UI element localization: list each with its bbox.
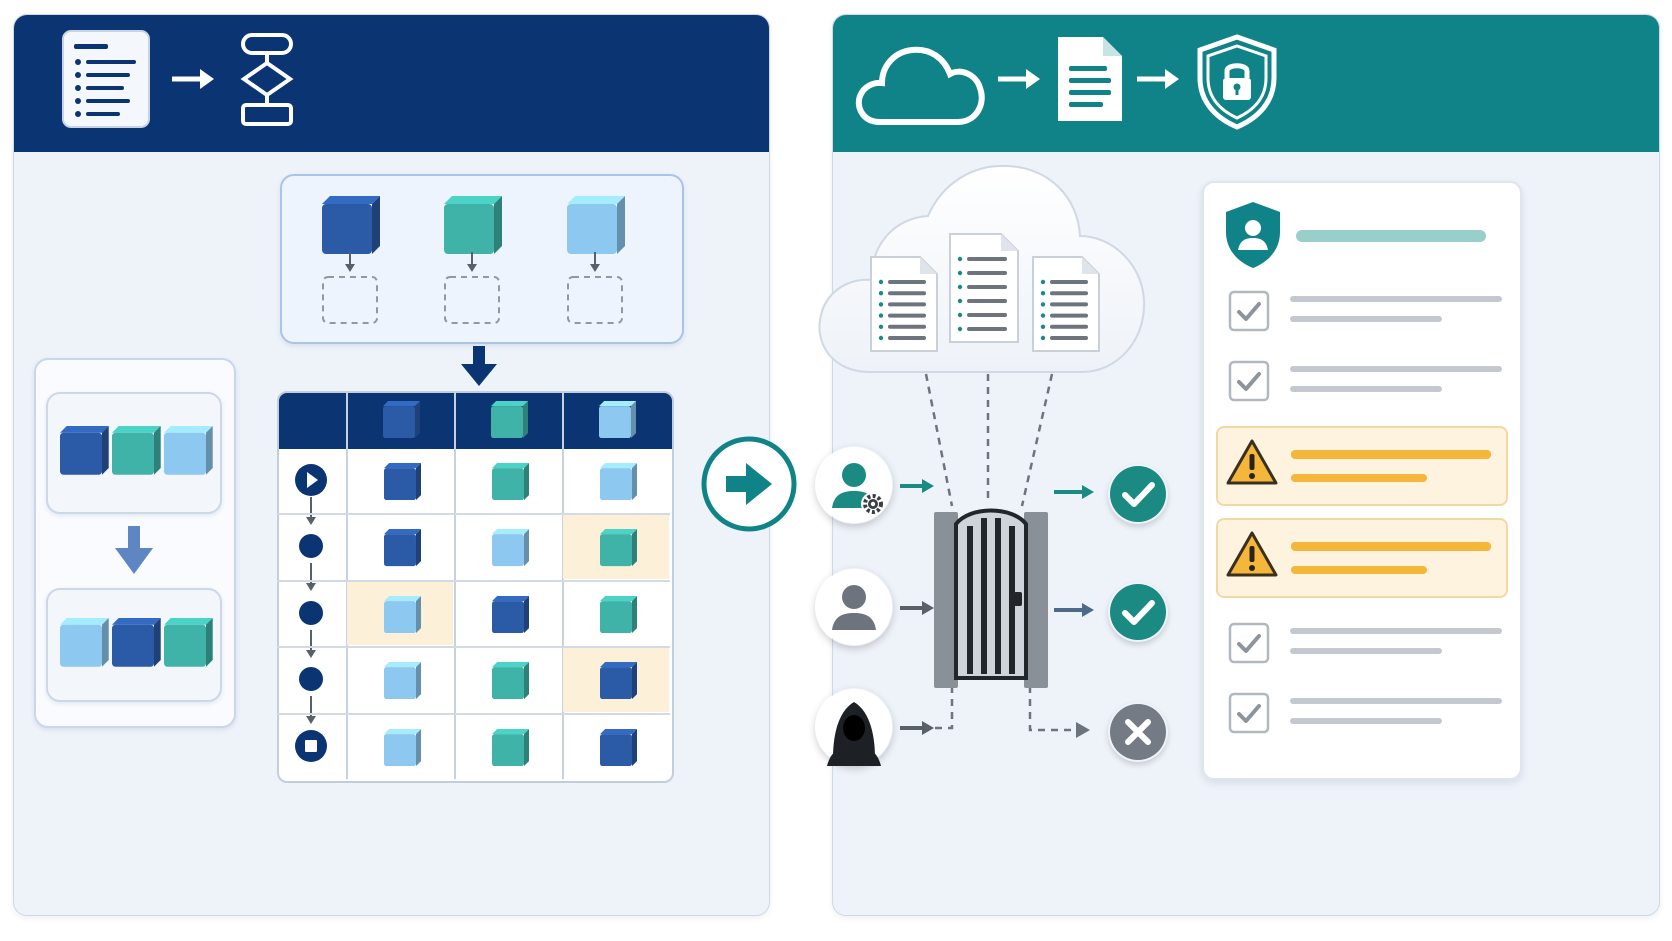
cube-teal (444, 196, 502, 254)
checklist-text-bar (1290, 296, 1502, 302)
checklist-text-bar (1290, 366, 1502, 372)
cube-light (599, 401, 637, 439)
arrow-right-icon (996, 66, 1044, 92)
user-icon (815, 568, 893, 646)
cube-navy (383, 401, 421, 439)
access-gate-icon (930, 500, 1052, 690)
cube-navy (600, 728, 638, 766)
cube-navy (384, 463, 422, 501)
arrow-right-icon (1135, 66, 1183, 92)
arrow-down-icon (305, 563, 317, 593)
checklist-text-bar (1290, 386, 1442, 392)
user-shield-icon (1224, 200, 1282, 270)
arrow-down-icon (305, 497, 317, 527)
checkbox-checked-icon (1228, 290, 1270, 332)
warning-text-bar (1291, 450, 1491, 459)
grid-divider (454, 391, 456, 779)
arrow-down-icon (113, 526, 155, 576)
dot-step-icon (293, 595, 329, 631)
cube-teal (112, 426, 161, 475)
cube-light (60, 618, 109, 667)
cube-teal (492, 463, 530, 501)
grid-row-divider (277, 579, 670, 582)
reject-icon (1108, 702, 1168, 762)
arrow-right-icon (900, 600, 936, 616)
checkbox-checked-icon (1228, 692, 1270, 734)
cube-light (492, 529, 530, 567)
arrow-down-icon (305, 696, 317, 726)
cube-teal (491, 401, 529, 439)
arrow-down-icon (344, 252, 356, 274)
checkbox-checked-icon (1228, 622, 1270, 664)
access-connectors (820, 370, 1120, 770)
arrow-right-icon (1054, 484, 1096, 500)
transition-arrow-icon (700, 433, 798, 535)
warning-text-bar (1291, 542, 1491, 551)
arrow-down-icon (305, 629, 317, 660)
document-icon (1032, 256, 1100, 352)
arrow-down-icon (466, 252, 478, 274)
checklist-text-bar (1290, 628, 1502, 634)
play-step-icon (293, 462, 329, 498)
cube-navy (492, 595, 530, 633)
empty-slot (444, 276, 500, 324)
cube-navy (600, 662, 638, 700)
arrow-right-icon (900, 478, 936, 494)
document-icon (1055, 34, 1125, 124)
admin-user-icon (815, 446, 893, 524)
dot-step-icon (293, 661, 329, 697)
cube-navy (112, 618, 161, 667)
checkbox-checked-icon (1228, 360, 1270, 402)
cube-light (384, 662, 422, 700)
hooded-attacker-icon (815, 688, 893, 766)
arrow-right-icon (900, 720, 936, 736)
cube-navy (322, 196, 380, 254)
cube-light (164, 426, 213, 475)
checklist-text-bar (1290, 648, 1442, 654)
cloud-icon (852, 36, 988, 128)
cube-navy (60, 426, 109, 475)
document-icon (949, 233, 1019, 343)
warning-text-bar (1291, 566, 1427, 574)
flowchart-icon (238, 32, 296, 128)
document-icon (870, 256, 938, 352)
grid-row-divider (277, 646, 670, 649)
grid-row-divider (277, 712, 670, 715)
checklist-title-bar (1296, 230, 1486, 242)
cube-navy (384, 529, 422, 567)
checklist-text-bar (1290, 698, 1502, 704)
document-list-icon (62, 30, 150, 128)
grid-divider (562, 391, 564, 779)
dot-step-icon (293, 528, 329, 564)
arrow-down-icon (460, 346, 498, 388)
sequence-grid (277, 391, 674, 783)
cube-light (600, 463, 638, 501)
cube-light (384, 728, 422, 766)
cube-teal (600, 529, 638, 567)
check-icon (1108, 464, 1168, 524)
cube-teal (164, 618, 213, 667)
arrow-right-icon (1054, 602, 1096, 618)
cube-teal (492, 728, 530, 766)
warning-icon (1226, 438, 1278, 486)
arrow-down-icon (589, 252, 601, 274)
shield-lock-icon (1196, 34, 1278, 130)
checklist-text-bar (1290, 718, 1442, 724)
check-icon (1108, 582, 1168, 642)
arrow-right-icon (170, 66, 218, 92)
empty-slot (567, 276, 623, 324)
checklist-text-bar (1290, 316, 1442, 322)
stop-step-icon (293, 728, 329, 764)
cube-light (567, 196, 625, 254)
grid-row-divider (277, 513, 670, 516)
cube-light (384, 595, 422, 633)
cube-teal (492, 662, 530, 700)
empty-slot (322, 276, 378, 324)
warning-icon (1226, 530, 1278, 578)
warning-text-bar (1291, 474, 1427, 482)
cube-teal (600, 595, 638, 633)
